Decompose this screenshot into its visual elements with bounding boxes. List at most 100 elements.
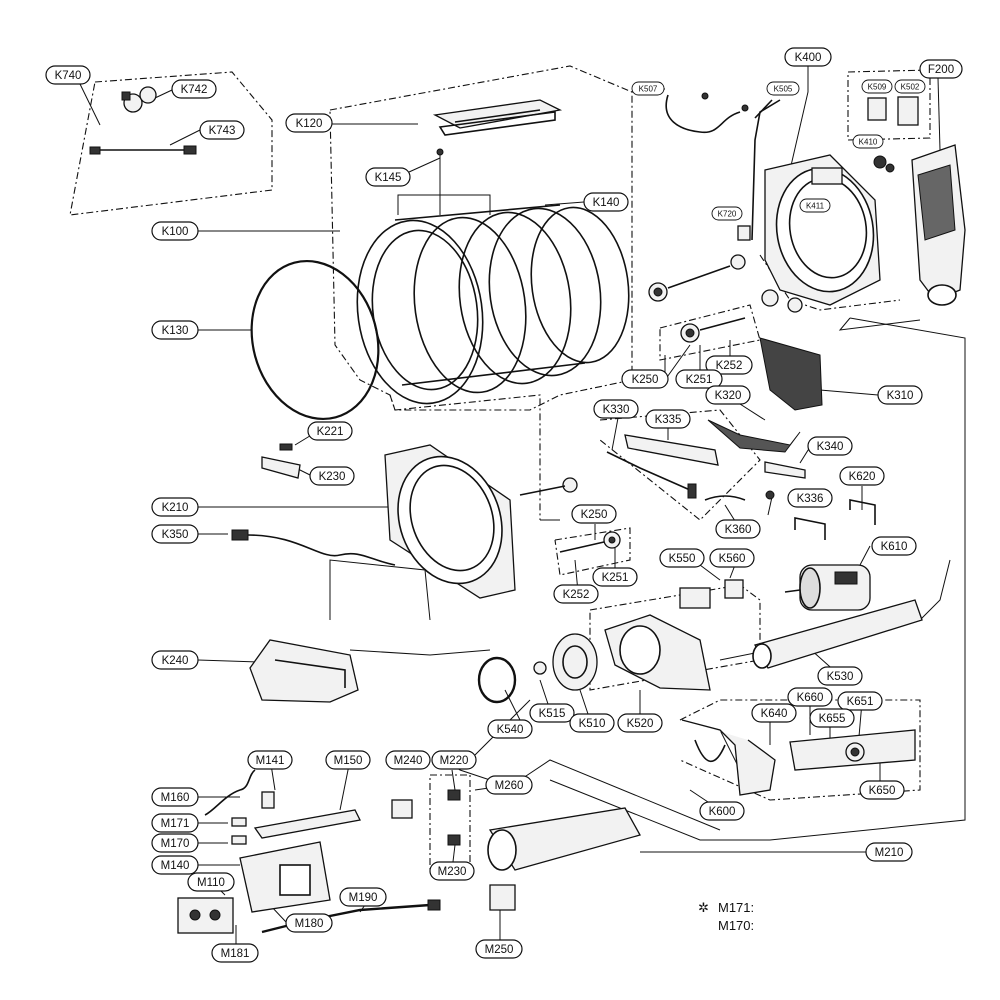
footnote-symbol: ✲	[698, 900, 709, 915]
svg-text:K250: K250	[632, 374, 659, 386]
label-k336: K336	[787, 488, 833, 508]
svg-text:K310: K310	[887, 390, 914, 402]
svg-text:M160: M160	[161, 792, 190, 804]
svg-text:K510: K510	[579, 718, 606, 730]
svg-text:K742: K742	[181, 84, 208, 96]
label-k140: K140	[583, 192, 629, 212]
svg-text:K210: K210	[162, 502, 189, 514]
part-k221-k230	[261, 443, 301, 479]
svg-text:F200: F200	[928, 64, 954, 76]
label-k640: K640	[751, 703, 797, 723]
label-m160: M160	[151, 787, 199, 807]
label-k340: K340	[807, 436, 853, 456]
svg-text:K411: K411	[806, 202, 825, 211]
label-m170: M170	[151, 833, 199, 853]
part-k620-brackets	[794, 499, 876, 540]
label-k250-lower: K250	[571, 504, 617, 524]
part-k400-bulkhead	[764, 154, 881, 306]
part-m240-m220-m230	[391, 789, 461, 846]
label-k720: K720	[711, 206, 743, 221]
part-k507-wire	[665, 92, 749, 134]
label-k310: K310	[877, 385, 923, 405]
label-k550: K550	[659, 548, 705, 568]
label-k505: K505	[766, 81, 800, 96]
label-k130: K130	[151, 320, 199, 340]
part-k610-motor	[784, 564, 871, 611]
part-k335-bar	[624, 434, 719, 466]
part-k240-housing	[249, 639, 359, 703]
label-k410: K410	[852, 134, 884, 149]
svg-text:M250: M250	[485, 944, 514, 956]
label-k743: K743	[199, 120, 245, 140]
svg-text:K400: K400	[795, 52, 822, 64]
svg-text:M240: M240	[394, 755, 423, 767]
part-k509-k502	[867, 96, 919, 173]
label-k251-upper: K251	[675, 369, 723, 389]
svg-text:K740: K740	[55, 70, 82, 82]
label-k530: K530	[817, 666, 863, 686]
part-k743-hose	[89, 145, 197, 155]
svg-text:M170: M170	[161, 838, 190, 850]
svg-text:K515: K515	[539, 708, 566, 720]
label-k655: K655	[809, 708, 855, 728]
label-k330: K330	[593, 399, 639, 419]
svg-text:M171: M171	[161, 818, 190, 830]
svg-text:M181: M181	[221, 948, 250, 960]
svg-text:M260: M260	[495, 780, 524, 792]
label-k145: K145	[365, 167, 411, 187]
part-m250-bracket	[489, 884, 516, 911]
part-k550-k560	[679, 579, 744, 609]
label-m110: M110	[187, 872, 235, 892]
part-k505-wire	[751, 99, 781, 241]
svg-text:M110: M110	[197, 877, 225, 889]
label-k400: K400	[784, 47, 832, 67]
svg-text:K252: K252	[716, 360, 743, 372]
part-k120-baffle	[432, 99, 563, 136]
svg-text:K520: K520	[627, 718, 654, 730]
svg-text:K655: K655	[819, 713, 846, 725]
part-m110-gas-valve	[177, 897, 234, 934]
svg-text:K145: K145	[375, 172, 402, 184]
svg-text:K330: K330	[603, 404, 630, 416]
part-k510-impeller	[552, 633, 598, 691]
svg-text:K130: K130	[162, 325, 189, 337]
svg-text:M220: M220	[440, 755, 469, 767]
svg-text:K560: K560	[719, 553, 746, 565]
svg-text:K410: K410	[859, 138, 878, 147]
part-k742-y-connector	[121, 86, 157, 113]
footnote-line-2: M170:	[718, 918, 754, 933]
part-k600-base	[681, 719, 776, 796]
label-k120: K120	[285, 113, 333, 133]
label-m220: M220	[431, 750, 477, 770]
label-k251-lower: K251	[592, 567, 638, 587]
svg-text:K320: K320	[715, 390, 742, 402]
svg-text:M180: M180	[295, 918, 324, 930]
label-m140: M140	[151, 855, 199, 875]
part-k540-seal	[477, 656, 517, 704]
svg-text:K250: K250	[581, 509, 608, 521]
svg-text:K507: K507	[639, 85, 658, 94]
part-k720-sensor	[737, 225, 751, 241]
label-k510: K510	[569, 713, 615, 733]
svg-text:K505: K505	[774, 85, 793, 94]
footnote: ✲ M171: M170:	[698, 900, 754, 933]
svg-text:K660: K660	[797, 692, 824, 704]
part-m141-sensor	[261, 791, 275, 809]
label-m260: M260	[485, 775, 533, 795]
part-m171-m170-fittings	[231, 817, 247, 845]
label-k250-upper: K250	[621, 369, 669, 389]
svg-text:K509: K509	[868, 83, 887, 92]
part-k360-k336	[704, 490, 775, 501]
part-k330-bracket	[606, 451, 697, 499]
svg-text:K502: K502	[901, 83, 920, 92]
svg-text:K340: K340	[817, 441, 844, 453]
label-m250: M250	[475, 939, 523, 959]
part-k340-clip	[764, 461, 806, 479]
svg-text:K140: K140	[593, 197, 620, 209]
svg-text:K620: K620	[849, 471, 876, 483]
svg-text:K335: K335	[655, 414, 682, 426]
label-k252-upper: K252	[705, 355, 753, 375]
label-k600: K600	[699, 801, 745, 821]
label-k740: K740	[45, 65, 91, 85]
svg-text:K550: K550	[669, 553, 696, 565]
